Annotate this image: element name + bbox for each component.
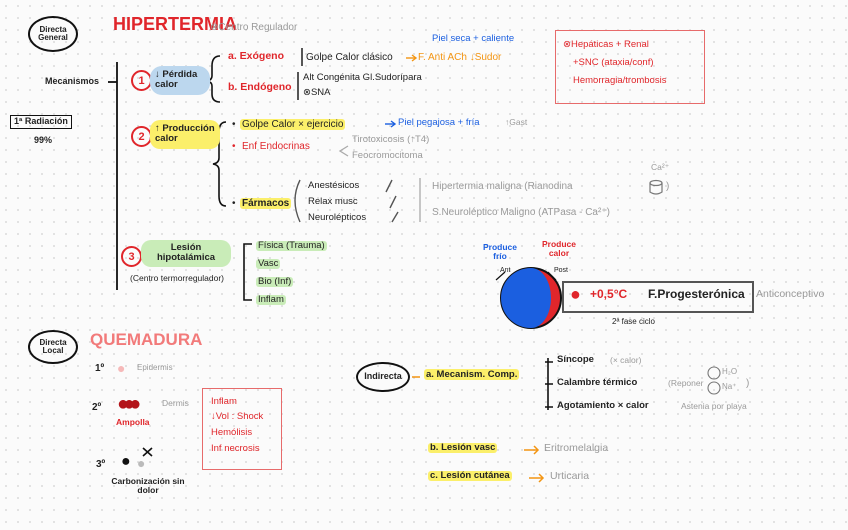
mech2-item1: Golpe Calor × ejercicio — [240, 119, 346, 130]
deg2: 2º — [92, 402, 102, 413]
deg3-skin-icon: ● — [137, 455, 146, 471]
progesterone-box — [562, 281, 754, 313]
indirect-a-prefix: a. Mecanism. Comp. — [424, 369, 520, 380]
mech1-a-arrow-note: F. Anti ACh ↓Sudor — [418, 52, 502, 63]
burn-label: Directa Local — [28, 330, 78, 364]
ion-na: Na⁺ — [722, 382, 737, 391]
drug-result1: Hipertermia maligna (Rianodina — [432, 181, 573, 192]
indirect-b-result: Eritromelalgia — [544, 442, 609, 454]
phase-label: 2ª fase ciclo — [612, 317, 655, 326]
burn-effects-box — [202, 388, 282, 470]
indirect-a-note-0: (× calor) — [610, 355, 642, 365]
burn-box-line2: ↓Vol : Shock — [211, 411, 264, 422]
deg2-blister-icon: ●●● — [117, 393, 141, 415]
general-label: Directa General — [28, 16, 78, 52]
mech2-number: 2 — [131, 126, 152, 147]
deg1-note: Epidermis — [137, 363, 173, 372]
mech3-sublabel: (Centro termorregulador) — [130, 273, 225, 283]
post-label: Produce calor — [541, 239, 576, 259]
mech2-item1-note: Piel pegajosa + fría — [398, 117, 480, 128]
complications-box — [555, 30, 705, 104]
burn-box-line3: Hemólisis — [211, 427, 253, 438]
complications-line2: +SNC (ataxia/conf) — [573, 57, 654, 68]
ion-paren-close: ) — [746, 378, 750, 389]
ant-small: Ant — [500, 267, 511, 274]
drug-result1-end: ) — [666, 181, 670, 192]
drug-relax: Relax musc — [308, 196, 358, 207]
mech2-item2-bullet: • — [232, 141, 236, 152]
drug-result2: S.Neuroléptico Maligno (ATPasa - Ca²⁺) — [432, 207, 610, 218]
mech1-b-line1: Alt Congénita Gl.Sudorípara — [303, 72, 422, 83]
ant-label: Produce frío — [483, 242, 518, 262]
burn-title: QUEMADURA — [90, 330, 203, 349]
deg1: 1º — [95, 363, 105, 374]
drop-icon: ● — [570, 284, 581, 304]
deg2-note: Dermis — [162, 398, 189, 408]
mech3-number: 3 — [121, 246, 142, 267]
mech2-item2-sub1: Tirotoxicosis (↑T4) — [352, 134, 430, 145]
mech1-number: 1 — [131, 70, 152, 91]
mech2-item2-sub2: Feocromocitoma — [352, 150, 423, 161]
burn-box-line1: Inflam — [211, 396, 237, 407]
burn-box-line4: Inf necrosis — [211, 443, 260, 454]
deg1-spot-icon: ● — [117, 360, 126, 376]
indirect-a-item-0: Síncope — [557, 354, 594, 365]
mech2-item1-extra: ↑Gast — [505, 117, 528, 127]
post-small: Post — [554, 267, 569, 274]
mech1-a-text: Golpe Calor clásico — [306, 52, 393, 63]
mech3-item-3: Inflam — [256, 294, 286, 306]
mech2-item2: Enf Endocrinas — [242, 141, 310, 152]
calcium-label: Ca²⁺ — [651, 162, 670, 172]
mech3-item-1: Vasc — [256, 258, 281, 270]
cause-label: 1ª Radiación — [10, 115, 72, 129]
mech1-b-line2: ⊗SNA — [303, 87, 331, 98]
page-title: HIPERTERMIA — [113, 14, 238, 34]
mech1-a-top-note: Piel seca + caliente — [432, 33, 515, 44]
drug-neuroleptics: Neurolépticos — [308, 212, 367, 223]
mech2-item1-bullet: • — [232, 119, 236, 130]
complications-line1: ⊗Hepáticas + Renal — [563, 39, 649, 50]
mech1-a-label: a. Exógeno — [228, 50, 285, 62]
indirect-c-result: Urticaria — [550, 470, 590, 482]
progest-label: F.Progesterónica — [648, 287, 745, 301]
mech1-b-label: b. Endógeno — [228, 81, 292, 93]
deg3-char-icon: ● — [121, 453, 131, 470]
mech1-label: ↓ Pérdida calor — [150, 66, 210, 95]
mech3-item-2: Bio (Inf) — [256, 276, 294, 288]
mech2-item3: Fármacos — [240, 198, 292, 209]
indirect-a-label-text: a. Mecanism. Comp. — [424, 369, 520, 380]
indirect-a-item-2: Agotamiento × calor — [557, 400, 649, 411]
mech2-item3-bullet: • — [232, 198, 236, 209]
deg2-sub: Ampolla — [116, 417, 150, 427]
mech3-label: Lesión hipotalámica — [141, 240, 231, 267]
indirect-c-label: c. Lesión cutánea — [428, 470, 512, 482]
ion-h2o: H₂O — [722, 367, 738, 376]
deg3: 3º — [96, 459, 106, 470]
temp-value: +0,5°C — [590, 287, 628, 301]
mech3-item-0: Física (Trauma) — [256, 240, 327, 252]
cause-percent: 99% — [34, 135, 53, 145]
indirect-a-label: a. Mecanism. Comp. — [424, 369, 520, 380]
anticonceptive-label: Anticonceptivo — [756, 288, 825, 300]
indirect-label: Indirecta — [356, 362, 410, 392]
title-note: ⊗Centro Regulador — [210, 22, 298, 33]
deg3-sub: Carbonización sin dolor — [111, 476, 185, 496]
indirect-a-note-2: Astenia por playa — [681, 401, 747, 411]
indirect-b-label: b. Lesión vasc — [428, 442, 498, 454]
mechanisms-label: Mecanismos — [45, 76, 100, 86]
complications-line3: Hemorragia/trombosis — [573, 75, 667, 86]
drug-anesthetics: Anestésicos — [308, 180, 360, 191]
mech2-label: ↑ Producción calor — [150, 120, 220, 149]
indirect-a-note-1: (Reponer — [668, 378, 704, 388]
indirect-a-item-1: Calambre térmico — [557, 377, 638, 388]
